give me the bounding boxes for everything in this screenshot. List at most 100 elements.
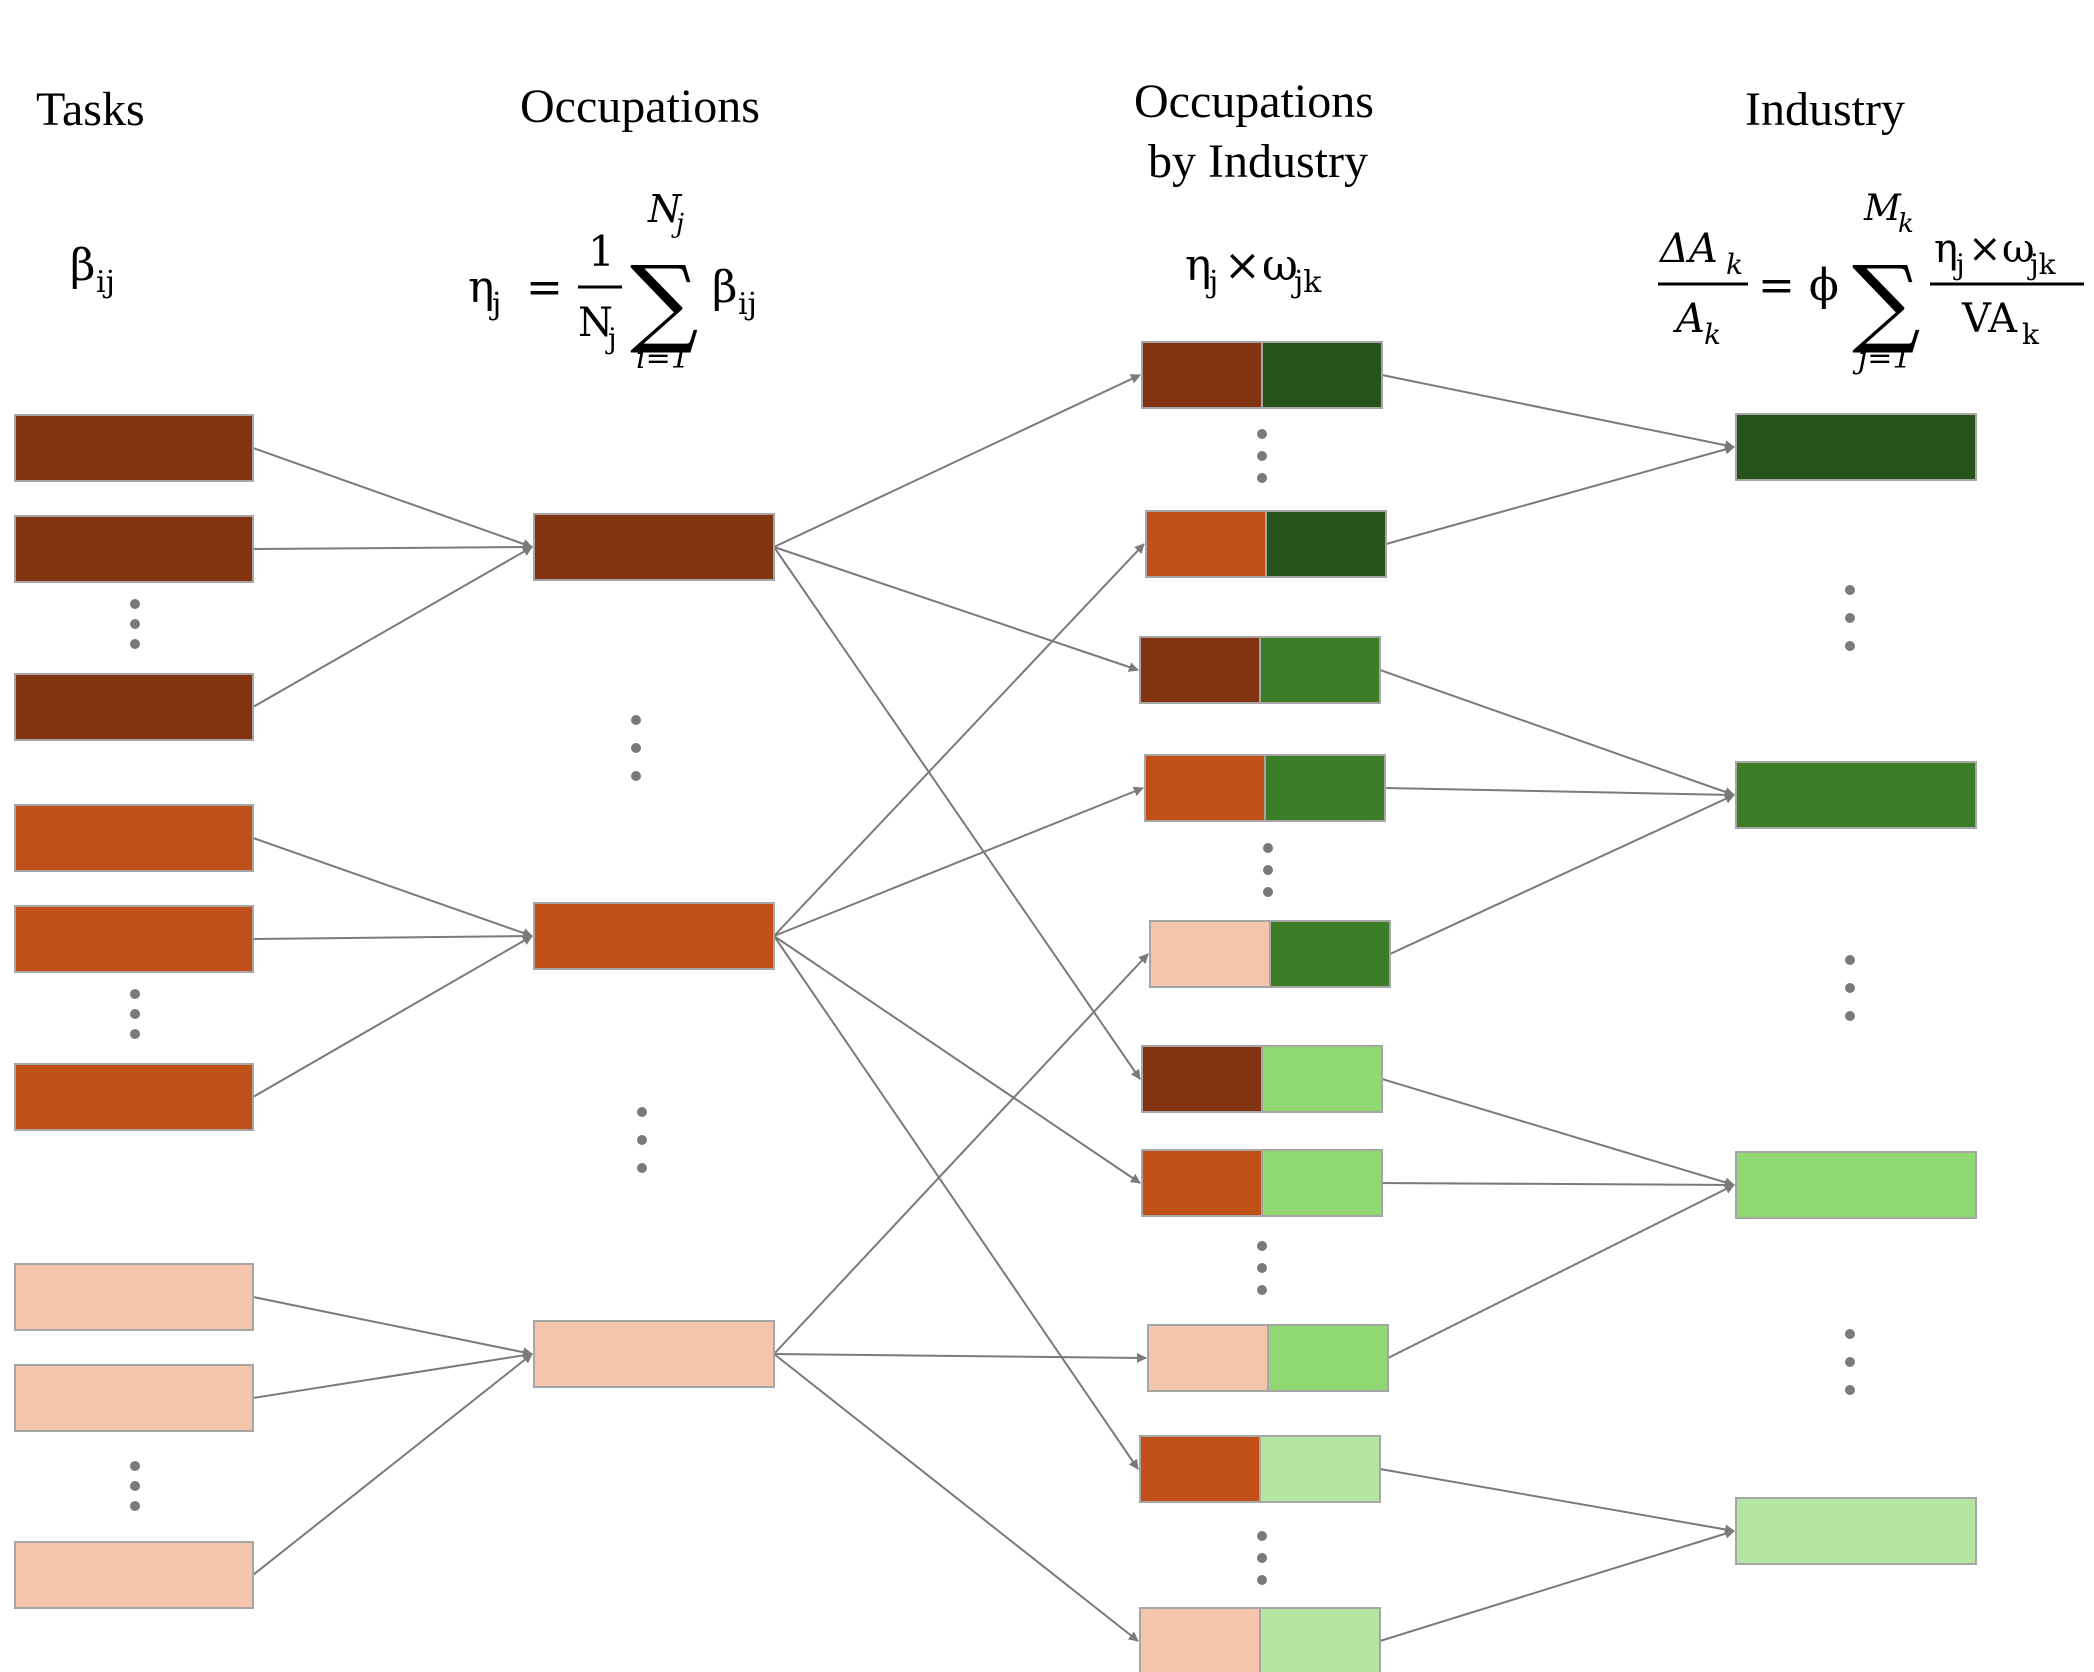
pairs-ellipsis: [1257, 1575, 1267, 1585]
a-denominator-subscript: k: [1704, 318, 1721, 351]
tasks-ellipsis: [130, 599, 140, 609]
sum-lower-limit: j=1: [1852, 341, 1912, 376]
industries-ellipsis: [1845, 1385, 1855, 1395]
sigma-symbol: ∑: [1852, 245, 1921, 357]
pair-to-industry-arrow: [1381, 1179, 1735, 1190]
industries-ellipsis: [1845, 613, 1855, 623]
pair-industry-half: [1261, 1149, 1383, 1217]
industry-box: [1735, 761, 1977, 829]
pairs-ellipsis: [1257, 473, 1267, 483]
eta-symbol: η: [1185, 240, 1211, 291]
diagram-nodes: [14, 341, 1977, 1672]
pair-industry-half: [1261, 1045, 1383, 1113]
occupations-ellipsis: [631, 715, 641, 725]
task-box: [14, 673, 254, 741]
pairs-ellipsis: [1263, 865, 1273, 875]
occupation-to-pair-arrow: [773, 1352, 1147, 1363]
pair-to-industry-arrow: [1381, 374, 1735, 451]
pair-industry-half: [1265, 510, 1387, 578]
task-to-occupation-arrow: [252, 935, 533, 1098]
pair-to-industry-arrow: [1381, 1078, 1735, 1188]
tasks-ellipsis: [130, 989, 140, 999]
task-to-occupation-arrow: [252, 931, 533, 942]
pair-industry-half: [1259, 1435, 1381, 1503]
pairs-ellipsis: [1257, 1263, 1267, 1273]
pair-industry-half: [1261, 341, 1383, 409]
times-sign: ×: [1224, 240, 1261, 291]
task-to-occupation-arrow: [252, 1350, 533, 1399]
occupation-to-pair-arrow: [773, 546, 1139, 672]
pair-occupation-half: [1149, 920, 1271, 988]
sum-upper-limit: M: [1863, 188, 1902, 229]
term-va-subscript: k: [2022, 318, 2040, 351]
task-to-occupation-arrow: [252, 447, 533, 549]
pair-to-industry-arrow: [1385, 444, 1735, 545]
pairs-ellipsis: [1257, 1241, 1267, 1251]
tasks-ellipsis: [130, 1461, 140, 1471]
pair-occupation-half: [1139, 1435, 1261, 1503]
pairs-ellipsis: [1257, 1553, 1267, 1563]
industries-ellipsis: [1845, 1329, 1855, 1339]
pairs-ellipsis: [1263, 843, 1273, 853]
tasks-ellipsis: [130, 1009, 140, 1019]
sigma-symbol: ∑: [630, 245, 699, 357]
pair-industry-half: [1264, 754, 1386, 822]
pair-to-industry-arrow: [1379, 669, 1735, 797]
pair-industry-half: [1269, 920, 1391, 988]
industries-ellipsis: [1845, 585, 1855, 595]
task-box: [14, 1541, 254, 1609]
occ-by-industry-header-line1: Occupations: [1134, 75, 1374, 128]
industries-ellipsis: [1845, 1357, 1855, 1367]
task-box: [14, 905, 254, 973]
industries-ellipsis: [1845, 1011, 1855, 1021]
pair-occupation-half: [1139, 636, 1261, 704]
tasks-ellipsis: [130, 1481, 140, 1491]
pair-occupation-half: [1141, 1149, 1263, 1217]
occupations-ellipsis: [637, 1107, 647, 1117]
occupation-to-pair-arrow: [773, 1353, 1139, 1642]
task-box: [14, 515, 254, 583]
fraction-denominator-subscript: j: [605, 322, 617, 355]
beta-term-subscript: ij: [738, 287, 757, 322]
industry-box: [1735, 413, 1977, 481]
pair-occupation-half: [1145, 510, 1267, 578]
a-denominator: A: [1672, 296, 1705, 342]
occupation-to-pair-arrow: [773, 374, 1141, 548]
task-box: [14, 1063, 254, 1131]
industry-header: Industry: [1745, 83, 1905, 136]
occupation-box: [533, 902, 775, 970]
connection-arrows: [252, 374, 1735, 1642]
pair-to-industry-arrow: [1379, 1468, 1735, 1535]
industries-ellipsis: [1845, 955, 1855, 965]
task-box: [14, 804, 254, 872]
pairs-ellipsis: [1263, 887, 1273, 897]
pair-occupation-half: [1147, 1324, 1269, 1392]
task-to-occupation-arrow: [252, 542, 533, 553]
pair-occupation-half: [1139, 1607, 1261, 1672]
eta-symbol: η: [468, 262, 494, 313]
occupations-ellipsis: [631, 771, 641, 781]
fraction-denominator: N: [578, 300, 613, 346]
pairs-ellipsis: [1257, 429, 1267, 439]
sum-upper-limit-subscript: k: [1898, 209, 1914, 239]
occupation-to-pair-arrow: [773, 546, 1141, 1080]
occupations-ellipsis: [637, 1135, 647, 1145]
sum-upper-limit: N: [647, 187, 683, 231]
pair-industry-half: [1259, 1607, 1381, 1672]
equals-phi: = ϕ: [1758, 260, 1839, 311]
term-omega-subscript: jk: [2027, 248, 2057, 281]
tasks-ellipsis: [130, 619, 140, 629]
tasks-formula: β ij: [70, 240, 115, 300]
pair-occupation-half: [1141, 1045, 1263, 1113]
occupation-to-pair-arrow: [773, 786, 1144, 937]
omega-subscript: jk: [1291, 265, 1322, 300]
term-va: VA: [1961, 296, 2018, 342]
term-times: ×: [1968, 226, 2002, 272]
pairs-ellipsis: [1257, 451, 1267, 461]
task-to-occupation-arrow: [252, 1296, 533, 1358]
task-to-occupation-arrow: [252, 546, 533, 708]
occupations-formula: η j = 1 N j N j ∑ i=1 β ij: [468, 187, 757, 376]
tasks-ellipsis: [130, 1501, 140, 1511]
beta-symbol: β: [70, 240, 95, 291]
